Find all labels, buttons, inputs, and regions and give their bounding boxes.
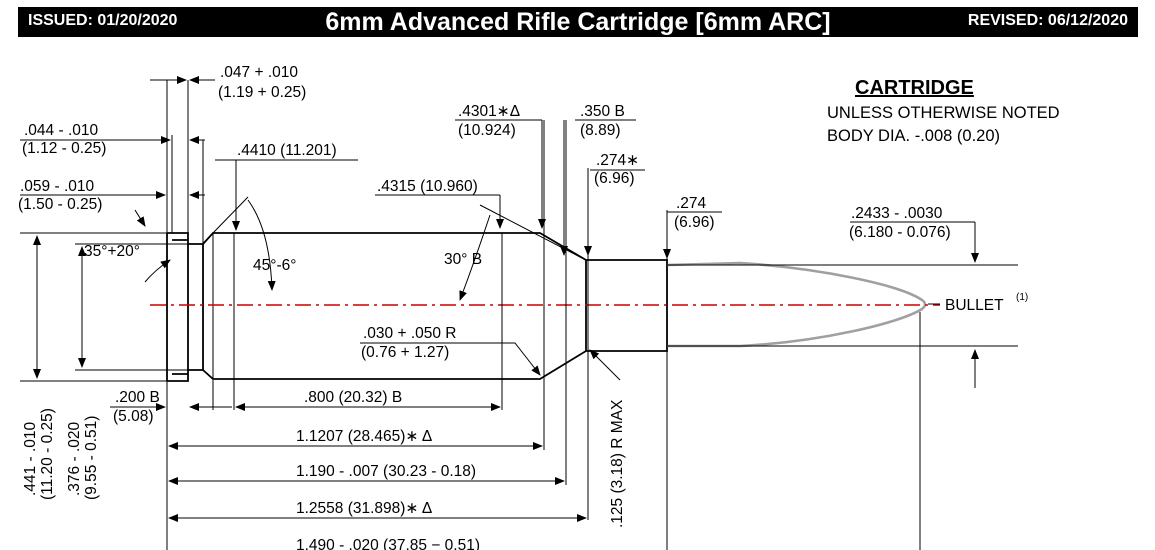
- neck-dia-b-mm-label: (8.89): [580, 122, 621, 139]
- issued-date: ISSUED: 01/20/2020: [28, 12, 178, 29]
- mouth-dia-mm-label: (6.96): [674, 214, 715, 231]
- groove-width-label: .044 - .010: [24, 122, 98, 139]
- shoulder-angle-label: 30° B: [444, 251, 482, 268]
- rim-thickness-label: .047 + .010: [220, 64, 298, 81]
- case-len-ref-label: 1.2558 (31.898)∗ Δ: [296, 500, 432, 517]
- neck-dia-label: .274∗: [596, 152, 639, 169]
- rim-dia-mm-label: (11.20 - 0.25): [39, 408, 56, 500]
- revised-date: REVISED: 06/12/2020: [967, 12, 1128, 29]
- groove-dia-label: .376 - .020: [66, 422, 83, 496]
- mouth-dia-label: .274: [676, 195, 707, 212]
- bevel-label: .059 - .010: [20, 178, 94, 195]
- case-len-label: 1.490 - .020 (37.85 − 0.51): [296, 537, 480, 550]
- bevel-mm-label: (1.50 - 0.25): [18, 196, 102, 213]
- extractor-label: .200 B: [115, 389, 160, 406]
- bullet-dia-mm-label: (6.180 - 0.076): [849, 224, 951, 241]
- neck-radius-label: .125 (3.18) R MAX: [609, 399, 626, 528]
- rim-thickness-mm-label: (1.19 + 0.25): [218, 84, 306, 101]
- neck-pos-label: 1.190 - .007 (30.23 - 0.18): [296, 463, 476, 480]
- radius-label: .030 + .050 R: [363, 325, 457, 342]
- notes-line-1: UNLESS OTHERWISE NOTED: [827, 104, 1060, 122]
- neck-dia-b-label: .350 B: [580, 103, 625, 120]
- drawing-title: 6mm Advanced Rifle Cartridge [6mm ARC]: [325, 8, 831, 36]
- shoulder-len-mm-label: (10.924): [458, 122, 516, 139]
- dimension-labels: .047 + .010 (1.19 + 0.25) .044 - .010 (1…: [18, 64, 1028, 550]
- shoulder-dia-label: .4315 (10.960): [377, 178, 478, 195]
- base-angle-label: 45°-6°: [253, 257, 296, 274]
- extractor-mm-label: (5.08): [113, 408, 154, 425]
- notes-line-2: BODY DIA. -.008 (0.20): [827, 127, 1000, 145]
- radius-mm-label: (0.76 + 1.27): [361, 344, 449, 361]
- rim-dia-label: .441 - .010: [22, 422, 39, 496]
- base-dia-label: .4410 (11.201): [237, 142, 337, 159]
- body-len-label: .800 (20.32) B: [304, 389, 402, 406]
- rim-angle-label: 35°+20°: [84, 243, 140, 260]
- bullet-note-label: (1): [1016, 292, 1028, 303]
- title-bar: ISSUED: 01/20/2020 6mm Advanced Rifle Ca…: [18, 7, 1138, 37]
- groove-dia-mm-label: (9.55 - 0.51): [83, 416, 100, 500]
- groove-width-mm-label: (1.12 - 0.25): [22, 140, 106, 157]
- dimension-lines: [20, 76, 979, 522]
- neck-dia-mm-label: (6.96): [594, 170, 635, 187]
- bullet-label: BULLET: [945, 297, 1004, 314]
- section-title: CARTRIDGE: [855, 77, 974, 99]
- extension-lines: [20, 80, 1018, 550]
- shoulder-len-label: .4301∗Δ: [458, 103, 520, 120]
- shoulder-pos-label: 1.1207 (28.465)∗ Δ: [296, 428, 432, 445]
- bullet-dia-label: .2433 - .0030: [851, 205, 943, 222]
- notes-block: CARTRIDGE UNLESS OTHERWISE NOTED BODY DI…: [827, 77, 1060, 145]
